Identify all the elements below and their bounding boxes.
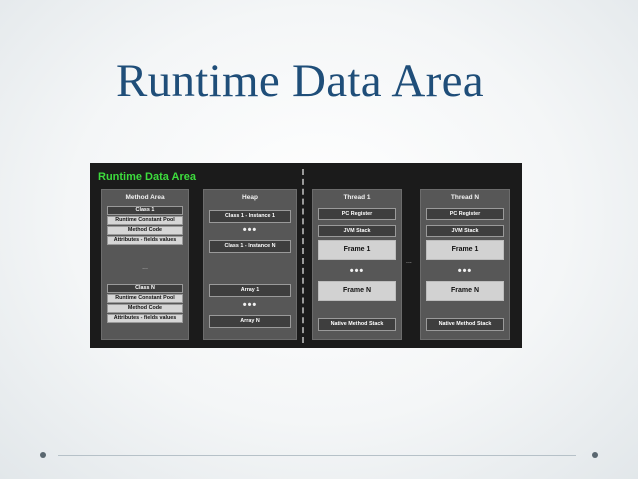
method-area-panel: Method Area Class 1 Runtime Constant Poo… — [101, 189, 189, 340]
thread-1-frame-dots: ••• — [349, 265, 365, 277]
method-area-title: Method Area — [125, 194, 165, 201]
thread-n-title: Thread N — [450, 194, 480, 201]
class-n-header: Class N — [107, 284, 183, 293]
heap-panel: Heap Class 1 - Instance 1 ••• Class 1 - … — [203, 189, 297, 340]
thread-1-jvm-stack: JVM Stack — [318, 225, 396, 237]
class-n-method-code: Method Code — [107, 304, 183, 313]
heap-instance-n: Class 1 - Instance N — [209, 240, 291, 253]
footer-left-dot-icon — [40, 452, 46, 458]
thread-1-pc-register: PC Register — [318, 208, 396, 220]
thread-1-frame-n: Frame N — [318, 281, 396, 301]
thread-n-frame-n: Frame N — [426, 281, 504, 301]
thread-1-native-method-stack: Native Method Stack — [318, 318, 396, 331]
heap-array-n: Array N — [209, 315, 291, 328]
diagram-title: Runtime Data Area — [98, 171, 197, 183]
slide-title: Runtime Data Area — [116, 55, 484, 107]
class-n-attributes: Attributes - fields values — [107, 314, 183, 323]
thread-1-frame-1: Frame 1 — [318, 240, 396, 260]
class-1-runtime-constant-pool: Runtime Constant Pool — [107, 216, 183, 225]
thread-n-frame-1: Frame 1 — [426, 240, 504, 260]
footer-right-dot-icon — [592, 452, 598, 458]
thread-n-frame-dots: ••• — [457, 265, 473, 277]
footer-rule — [58, 455, 576, 456]
between-threads-dots: ... — [406, 258, 412, 265]
runtime-data-area-diagram: Runtime Data Area Method Area Class 1 Ru… — [90, 163, 522, 348]
thread-n-pc-register: PC Register — [426, 208, 504, 220]
heap-title: Heap — [242, 194, 258, 201]
heap-array-1: Array 1 — [209, 284, 291, 297]
class-n-runtime-constant-pool: Runtime Constant Pool — [107, 294, 183, 303]
class-1-header: Class 1 — [107, 206, 183, 215]
heap-instance-1: Class 1 - Instance 1 — [209, 210, 291, 223]
class-1-method-code: Method Code — [107, 226, 183, 235]
thread-n-jvm-stack: JVM Stack — [426, 225, 504, 237]
method-area-separator: ... — [142, 264, 148, 271]
thread-1-panel: Thread 1 PC Register JVM Stack Frame 1 •… — [312, 189, 402, 340]
heap-thread-divider — [302, 169, 304, 343]
heap-array-dots: ••• — [242, 299, 258, 311]
thread-n-panel: Thread N PC Register JVM Stack Frame 1 •… — [420, 189, 510, 340]
heap-instance-dots: ••• — [242, 224, 258, 236]
thread-1-title: Thread 1 — [343, 194, 371, 201]
class-1-attributes: Attributes - fields values — [107, 236, 183, 245]
thread-n-native-method-stack: Native Method Stack — [426, 318, 504, 331]
